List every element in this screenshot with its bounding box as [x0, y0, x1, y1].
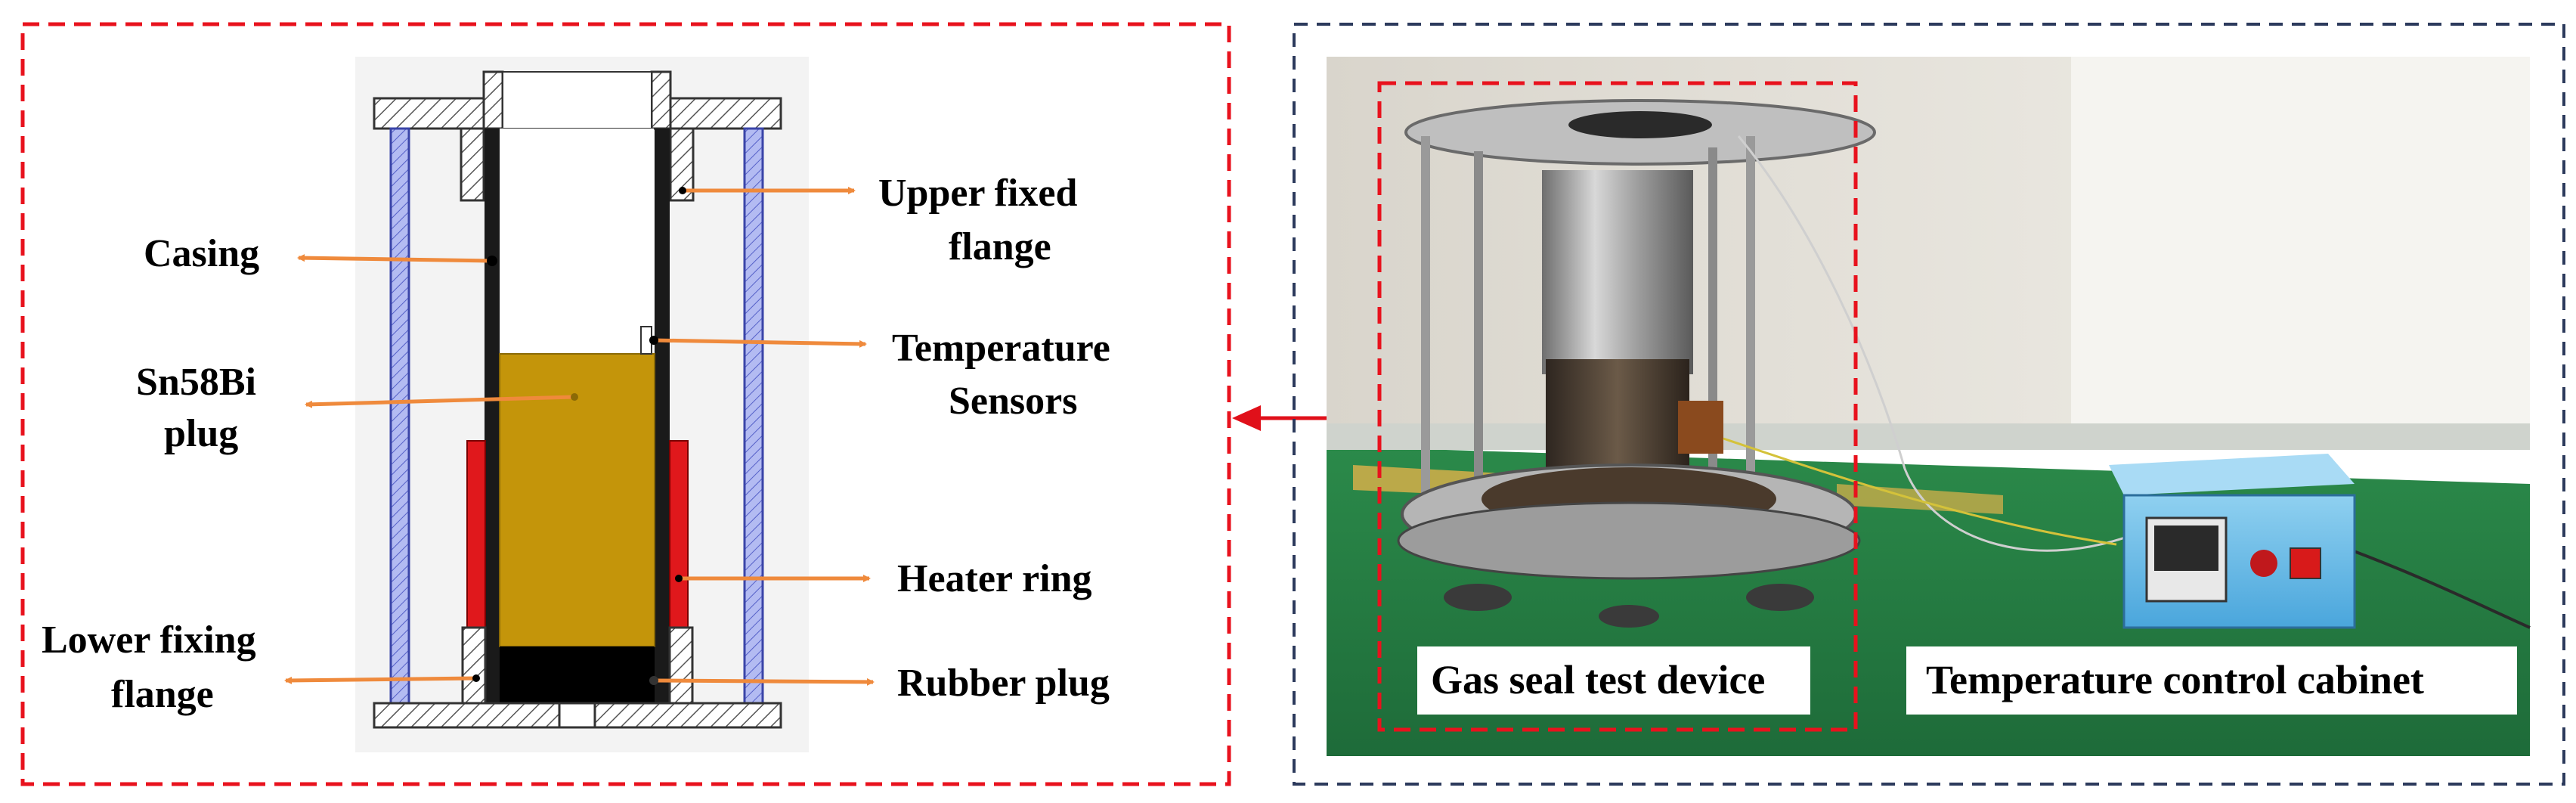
- lower-flange-base-left: [373, 702, 561, 729]
- upper-flange-leader-dot: [679, 187, 686, 194]
- temp-sensor-leader: [653, 338, 867, 348]
- schematic-panel-border: [20, 22, 1231, 786]
- lower-flange-base-right: [593, 702, 782, 729]
- device-foot-right: [1746, 584, 1814, 611]
- heater-leader-dot: [675, 575, 683, 582]
- upper-flange-label-line1: Upper fixed: [878, 172, 1077, 215]
- device-base: [1397, 501, 1861, 580]
- lower-flange-hole: [558, 702, 596, 729]
- device-heater-band: [1678, 401, 1723, 454]
- heater-ring-right: [669, 440, 689, 631]
- photo-panel-border: [1293, 23, 2565, 786]
- upper-flange-label-line2: flange: [949, 225, 1051, 268]
- device-rod-1: [1421, 136, 1430, 544]
- cabinet-knob: [2250, 550, 2277, 577]
- lower-flange-leader-dot: [472, 674, 480, 682]
- lower-flange-block-right: [668, 626, 694, 705]
- cabinet-label: Temperature control cabinet: [1926, 657, 2424, 702]
- gas-seal-label-box: [1417, 646, 1810, 715]
- device-upper-tube: [1542, 170, 1693, 374]
- lower-flange-block-left: [461, 626, 487, 705]
- lower-flange-label-line2: flange: [111, 673, 214, 716]
- lower-flange-leader: [284, 676, 477, 684]
- sn58bi-leader-dot: [571, 393, 578, 401]
- gas-seal-label: Gas seal test device: [1431, 657, 1765, 702]
- upper-flange-left: [373, 97, 500, 130]
- photo-wire-3: [2335, 543, 2531, 629]
- rubber-plug-label: Rubber plug: [897, 662, 1110, 705]
- sn58bi-label-line1: Sn58Bi: [136, 361, 256, 404]
- device-foot-left: [1444, 584, 1512, 611]
- casing-leader: [297, 254, 493, 263]
- device-rod-2: [1474, 151, 1483, 560]
- upper-opening: [502, 71, 652, 129]
- device-foot-front: [1599, 605, 1659, 628]
- photo-floor-stripe-2: [1837, 484, 2003, 514]
- link-arrow-head: [1232, 405, 1261, 431]
- temp-sensor-label-line1: Temperature: [892, 327, 1110, 370]
- casing-leader-dot: [487, 256, 497, 266]
- device-rod-4: [1746, 136, 1755, 544]
- upper-flange-right: [652, 97, 782, 130]
- upper-flange-collar-left: [482, 70, 504, 130]
- photo-wall-panel: [2071, 57, 2530, 439]
- tie-rod-right: [743, 127, 764, 706]
- cabinet-display-screen: [2154, 526, 2218, 571]
- rubber-plug: [500, 646, 655, 703]
- upper-flange-block-left: [460, 127, 485, 202]
- heater-ring-label: Heater ring: [897, 557, 1092, 600]
- heater-ring-left: [466, 440, 486, 631]
- device-top-hole: [1568, 111, 1712, 138]
- rubber-plug-leader: [653, 677, 875, 686]
- photo-baseboard: [1327, 423, 2530, 450]
- casing-wall-right: [655, 129, 670, 703]
- casing-wall-left: [485, 129, 500, 703]
- device-rod-3: [1708, 147, 1717, 560]
- photo-wire-2: [1723, 437, 2117, 546]
- temp-sensor-leader-dot: [649, 336, 658, 345]
- sn58bi-plug: [499, 353, 655, 647]
- temp-sensor-label-line2: Sensors: [949, 380, 1077, 423]
- casing-label: Casing: [144, 232, 259, 275]
- cabinet-label-box: [1906, 646, 2517, 715]
- schematic-drawing: Casing Sn58Bi plug Lower fixing flange U…: [42, 57, 1110, 752]
- sn58bi-label-line2: plug: [164, 412, 238, 455]
- photo-wire-1: [1737, 135, 2147, 552]
- rubber-plug-leader-dot: [649, 676, 658, 685]
- upper-flange-collar-right: [650, 70, 672, 130]
- cabinet-top: [2109, 454, 2355, 495]
- device-highlight-box: [1377, 81, 1858, 732]
- cabinet-switch: [2290, 547, 2321, 579]
- lower-flange-label-line1: Lower fixing: [42, 619, 256, 662]
- tie-rod-left: [389, 127, 410, 706]
- sn58bi-leader: [305, 395, 575, 408]
